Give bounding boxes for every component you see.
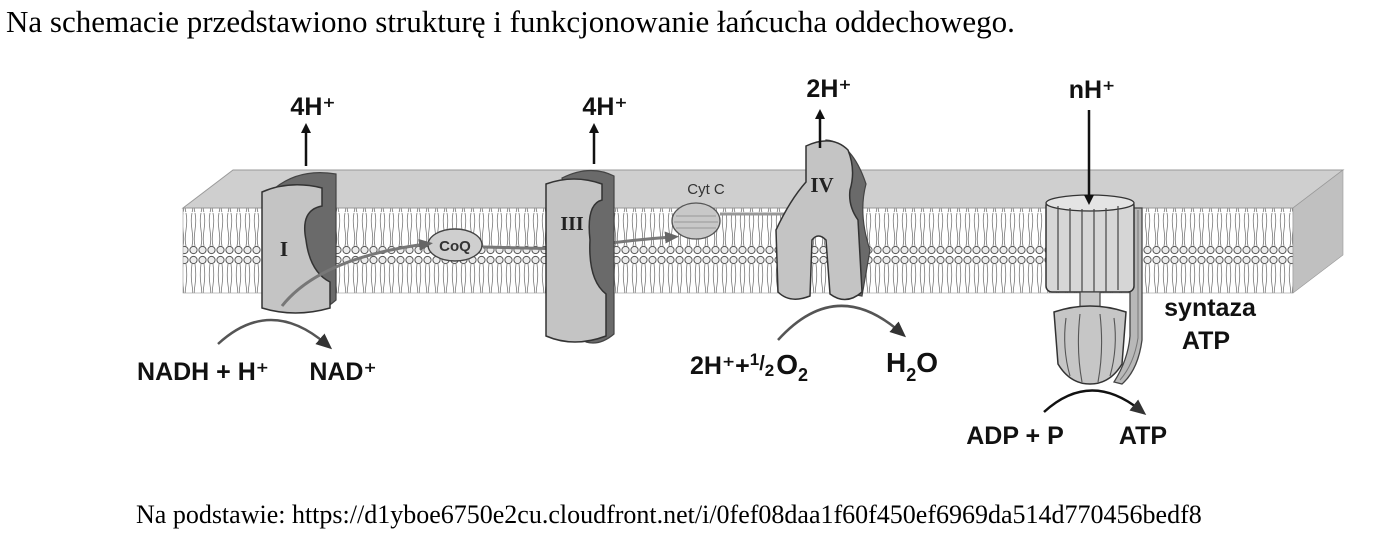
atp-reaction-arc (1044, 390, 1140, 412)
complex-i-protons: 4H⁺ (290, 93, 335, 121)
nadh-substrate-label: NADH + H⁺ (137, 358, 269, 386)
cytc-label: Cyt C (687, 181, 725, 198)
complex-i-label: I (280, 237, 288, 261)
o2-product-label: H2O (886, 347, 938, 385)
membrane (183, 170, 1343, 293)
membrane-top-surface (183, 170, 1343, 208)
atp-synthase-label-line2: ATP (1182, 327, 1230, 355)
coq-label: CoQ (439, 238, 471, 255)
atp-synthase-protons: nH⁺ (1069, 76, 1116, 104)
complex-i: I 4H⁺ (262, 93, 336, 313)
o2-reaction-arc (778, 306, 900, 340)
complex-iv-protons: 2H⁺ (806, 75, 851, 103)
complex-iii-label: III (560, 213, 584, 235)
o2-substrate-label: 2H⁺+1/2O2 (690, 349, 808, 385)
atp-synthase-fo (1046, 200, 1134, 292)
atp-synthase-label-line1: syntaza (1164, 294, 1257, 322)
complex-iv-label: IV (810, 173, 833, 197)
atp-substrate-label: ADP + P (966, 422, 1064, 450)
atp-product-label: ATP (1119, 422, 1167, 450)
complex-iii-protons: 4H⁺ (582, 93, 627, 121)
source-citation: Na podstawie: https://d1yboe6750e2cu.clo… (136, 500, 1202, 530)
cytc-ellipse (672, 203, 720, 239)
coq-carrier: CoQ (428, 229, 482, 261)
nadh-product-label: NAD⁺ (309, 358, 376, 386)
nadh-reaction-arc (218, 320, 326, 344)
